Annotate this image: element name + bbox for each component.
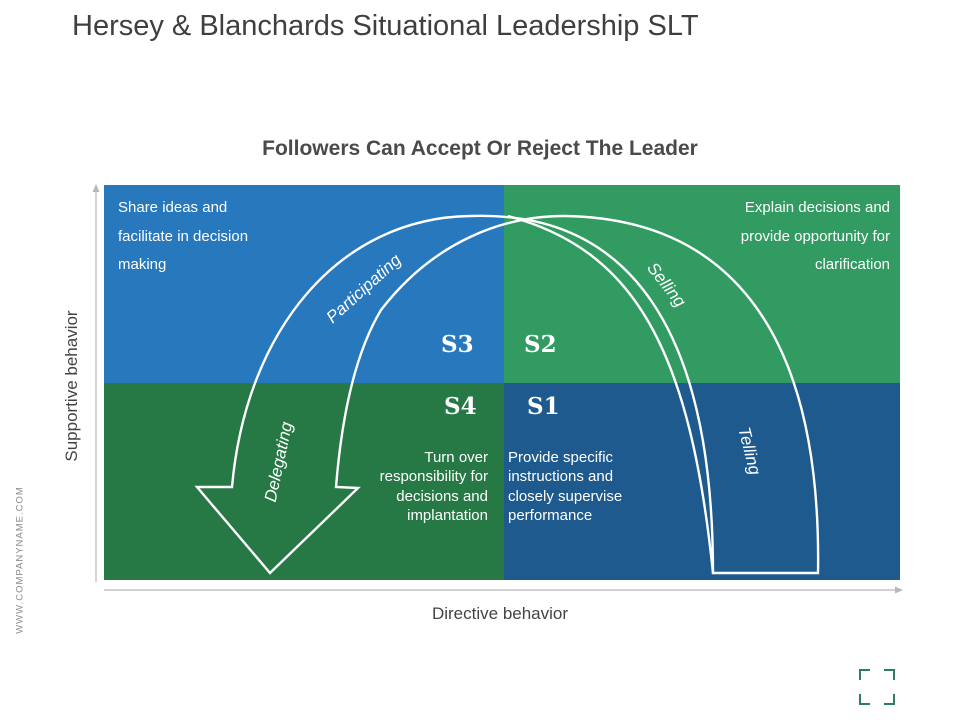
text-line: Explain decisions and xyxy=(744,199,890,216)
page-title: Hersey & Blanchards Situational Leadersh… xyxy=(72,10,699,42)
style-label-s4: S4 xyxy=(444,393,477,420)
text-line: performance xyxy=(508,506,593,524)
text-line: responsibility for xyxy=(379,468,488,486)
fullscreen-corners-icon[interactable] xyxy=(859,669,895,705)
selling-telling-arrow xyxy=(194,214,820,575)
text-line: implantation xyxy=(407,506,488,524)
quadrant-bottom-right-text: Provide specific instructions and closel… xyxy=(508,448,648,525)
quadrant-bottom-left xyxy=(104,383,504,580)
text-line: Turn over xyxy=(424,449,488,466)
text-line: closely supervise xyxy=(508,487,623,505)
style-label-s3: S3 xyxy=(441,331,474,358)
y-axis xyxy=(92,184,100,582)
text-line: decisions and xyxy=(396,487,488,505)
quadrant-top-right xyxy=(504,185,900,383)
style-label-s2: S2 xyxy=(524,331,557,358)
quadrant-top-left-text: Share ideas and facilitate in decision m… xyxy=(118,194,318,280)
text-line: making xyxy=(118,256,167,273)
selling-inner-arc xyxy=(507,214,715,574)
text-line: clarification xyxy=(814,256,890,273)
text-line: instructions and xyxy=(508,468,614,486)
x-axis xyxy=(104,586,903,594)
quadrant-bottom-left-text: Turn over responsibility for decisions a… xyxy=(360,448,488,525)
quadrant-top-right-text: Explain decisions and provide opportunit… xyxy=(690,194,890,280)
text-line: Provide specific xyxy=(508,449,614,466)
text-line: facilitate in decision xyxy=(118,227,249,245)
text-line: provide opportunity for xyxy=(740,227,890,245)
x-axis-label: Directive behavior xyxy=(431,604,569,623)
quadrant-bottom-right xyxy=(504,383,900,580)
diagram-subtitle: Followers Can Accept Or Reject The Leade… xyxy=(262,137,698,160)
style-label-s1: S1 xyxy=(527,393,560,420)
y-axis-label: Supportive behavior xyxy=(62,310,81,462)
text-line: Share ideas and xyxy=(118,199,228,216)
